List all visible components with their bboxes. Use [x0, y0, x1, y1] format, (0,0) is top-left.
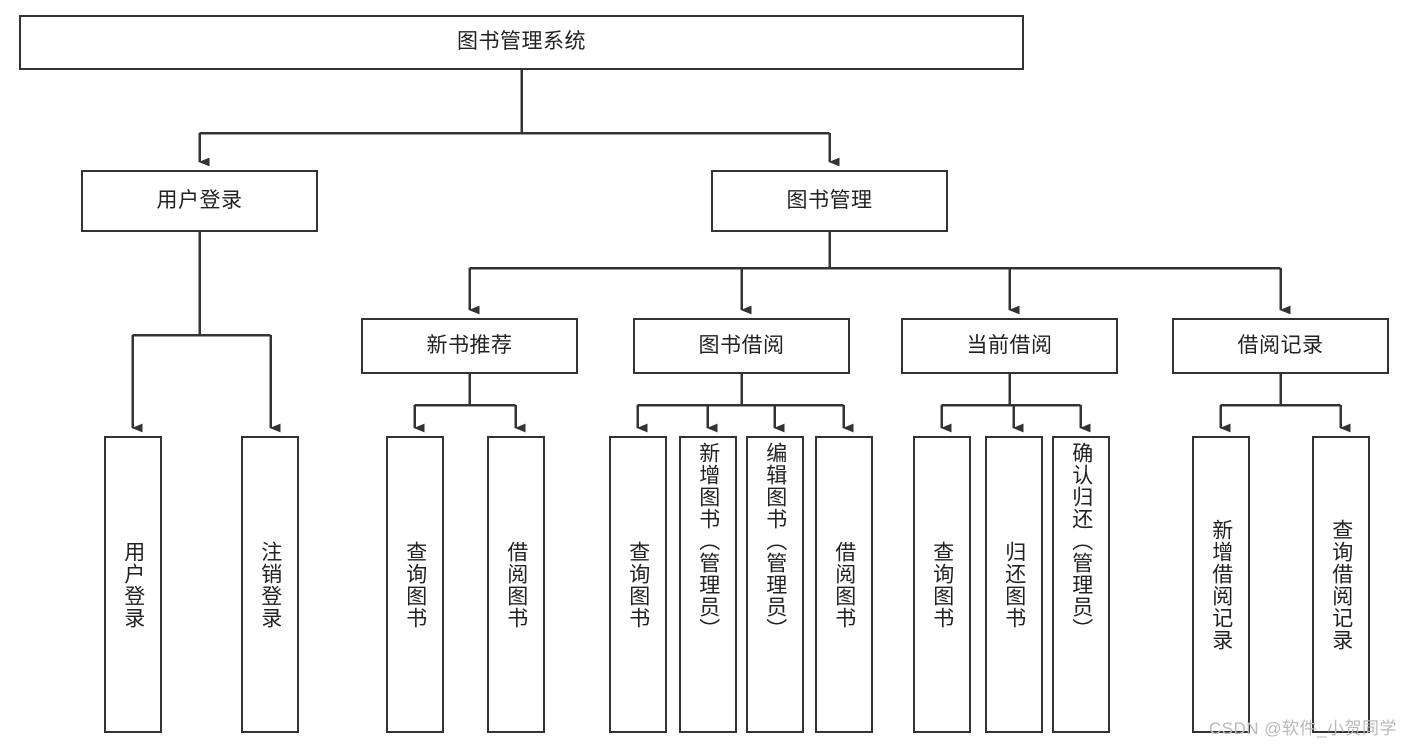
- node-borrow-record-label: 借阅记录: [1237, 333, 1324, 357]
- node-book-borrow[interactable]: 图书借阅: [633, 318, 850, 374]
- node-leaf-query-book-current[interactable]: 查询图书: [913, 436, 971, 733]
- node-borrow-record[interactable]: 借阅记录: [1172, 318, 1389, 374]
- node-book-manage-label: 图书管理: [786, 188, 873, 212]
- node-leaf-add-borrow-record[interactable]: 新增借阅记录: [1192, 436, 1250, 733]
- node-leaf-add-book-admin-label: 新增图书（管理员）: [696, 442, 720, 640]
- node-book-borrow-label: 图书借阅: [698, 333, 785, 357]
- node-leaf-add-borrow-record-label: 新增借阅记录: [1209, 518, 1233, 651]
- watermark: CSDN @软件_小贺同学: [1208, 719, 1397, 738]
- node-leaf-query-book-recommend[interactable]: 查询图书: [386, 436, 444, 733]
- node-leaf-edit-book-admin[interactable]: 编辑图书（管理员）: [746, 436, 804, 733]
- node-leaf-edit-book-admin-label: 编辑图书（管理员）: [763, 442, 787, 640]
- node-leaf-query-book-current-label: 查询图书: [930, 540, 954, 629]
- node-leaf-return-book-label: 归还图书: [1002, 540, 1026, 629]
- node-leaf-logout-login[interactable]: 注销登录: [241, 436, 299, 733]
- node-current-borrow[interactable]: 当前借阅: [901, 318, 1118, 374]
- node-leaf-add-book-admin[interactable]: 新增图书（管理员）: [679, 436, 737, 733]
- node-leaf-confirm-return-admin[interactable]: 确认归还（管理员）: [1052, 436, 1110, 733]
- node-leaf-query-borrow-record[interactable]: 查询借阅记录: [1312, 436, 1370, 733]
- node-book-manage[interactable]: 图书管理: [711, 170, 948, 232]
- node-new-book-recommend[interactable]: 新书推荐: [361, 318, 578, 374]
- node-leaf-query-book-recommend-label: 查询图书: [403, 540, 427, 629]
- node-new-book-recommend-label: 新书推荐: [426, 333, 513, 357]
- node-leaf-query-book-borrow-label: 查询图书: [626, 540, 650, 629]
- node-leaf-user-login[interactable]: 用户登录: [104, 436, 162, 733]
- node-leaf-query-book-borrow[interactable]: 查询图书: [609, 436, 667, 733]
- node-leaf-confirm-return-admin-label: 确认归还（管理员）: [1069, 442, 1093, 640]
- node-leaf-return-book[interactable]: 归还图书: [985, 436, 1043, 733]
- node-user-login-label: 用户登录: [156, 188, 243, 212]
- node-root[interactable]: 图书管理系统: [19, 15, 1024, 70]
- node-leaf-query-borrow-record-label: 查询借阅记录: [1329, 518, 1353, 651]
- node-root-label: 图书管理系统: [457, 30, 586, 54]
- node-leaf-borrow-book-borrow[interactable]: 借阅图书: [815, 436, 873, 733]
- node-leaf-borrow-book-borrow-label: 借阅图书: [832, 540, 856, 629]
- node-leaf-user-login-label: 用户登录: [121, 540, 145, 629]
- node-user-login[interactable]: 用户登录: [81, 170, 318, 232]
- node-current-borrow-label: 当前借阅: [966, 333, 1053, 357]
- node-leaf-logout-login-label: 注销登录: [258, 540, 282, 629]
- node-leaf-borrow-book-recommend-label: 借阅图书: [504, 540, 528, 629]
- node-leaf-borrow-book-recommend[interactable]: 借阅图书: [487, 436, 545, 733]
